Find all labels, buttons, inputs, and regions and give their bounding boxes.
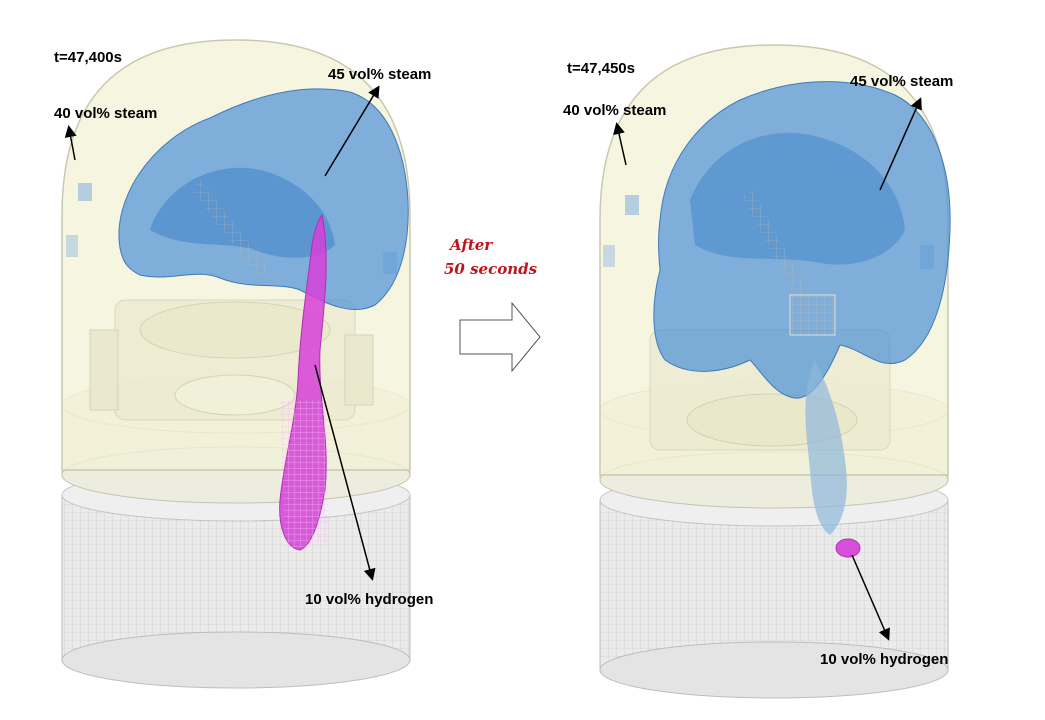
left-steam-40-label: 40 vol% steam xyxy=(54,105,157,122)
right-containment-model xyxy=(599,44,951,699)
right-steam-cloud xyxy=(653,81,951,535)
left-containment-model xyxy=(61,39,411,689)
right-steam-40-label: 40 vol% steam xyxy=(563,102,666,119)
transition-group: After 50 seconds xyxy=(444,236,541,373)
left-hydrogen-pointer xyxy=(314,364,376,581)
right-steam-45-pointer xyxy=(879,97,922,191)
right-steam-45-label: 45 vol% steam xyxy=(850,73,953,90)
left-steam-45-pointer xyxy=(324,85,380,177)
left-internal-structures xyxy=(66,183,397,421)
left-steam-40-pointer xyxy=(64,125,77,161)
right-hydrogen-pocket xyxy=(835,538,861,558)
right-hydrogen-pointer xyxy=(851,554,890,641)
transition-line-2: 50 seconds xyxy=(444,260,538,278)
right-time-label: t=47,450s xyxy=(567,60,635,77)
left-hydrogen-label: 10 vol% hydrogen xyxy=(305,591,433,608)
right-base-cylinder xyxy=(599,473,949,699)
right-hydrogen-label: 10 vol% hydrogen xyxy=(820,651,948,668)
left-steam-cloud xyxy=(118,88,409,310)
transition-line-1: After xyxy=(448,236,493,254)
left-hydrogen-plume xyxy=(279,213,330,551)
right-arrow-icon xyxy=(459,301,541,373)
left-steam-45-label: 45 vol% steam xyxy=(328,66,431,83)
left-time-label: t=47,400s xyxy=(54,49,122,66)
right-steam-40-pointer xyxy=(613,122,627,166)
